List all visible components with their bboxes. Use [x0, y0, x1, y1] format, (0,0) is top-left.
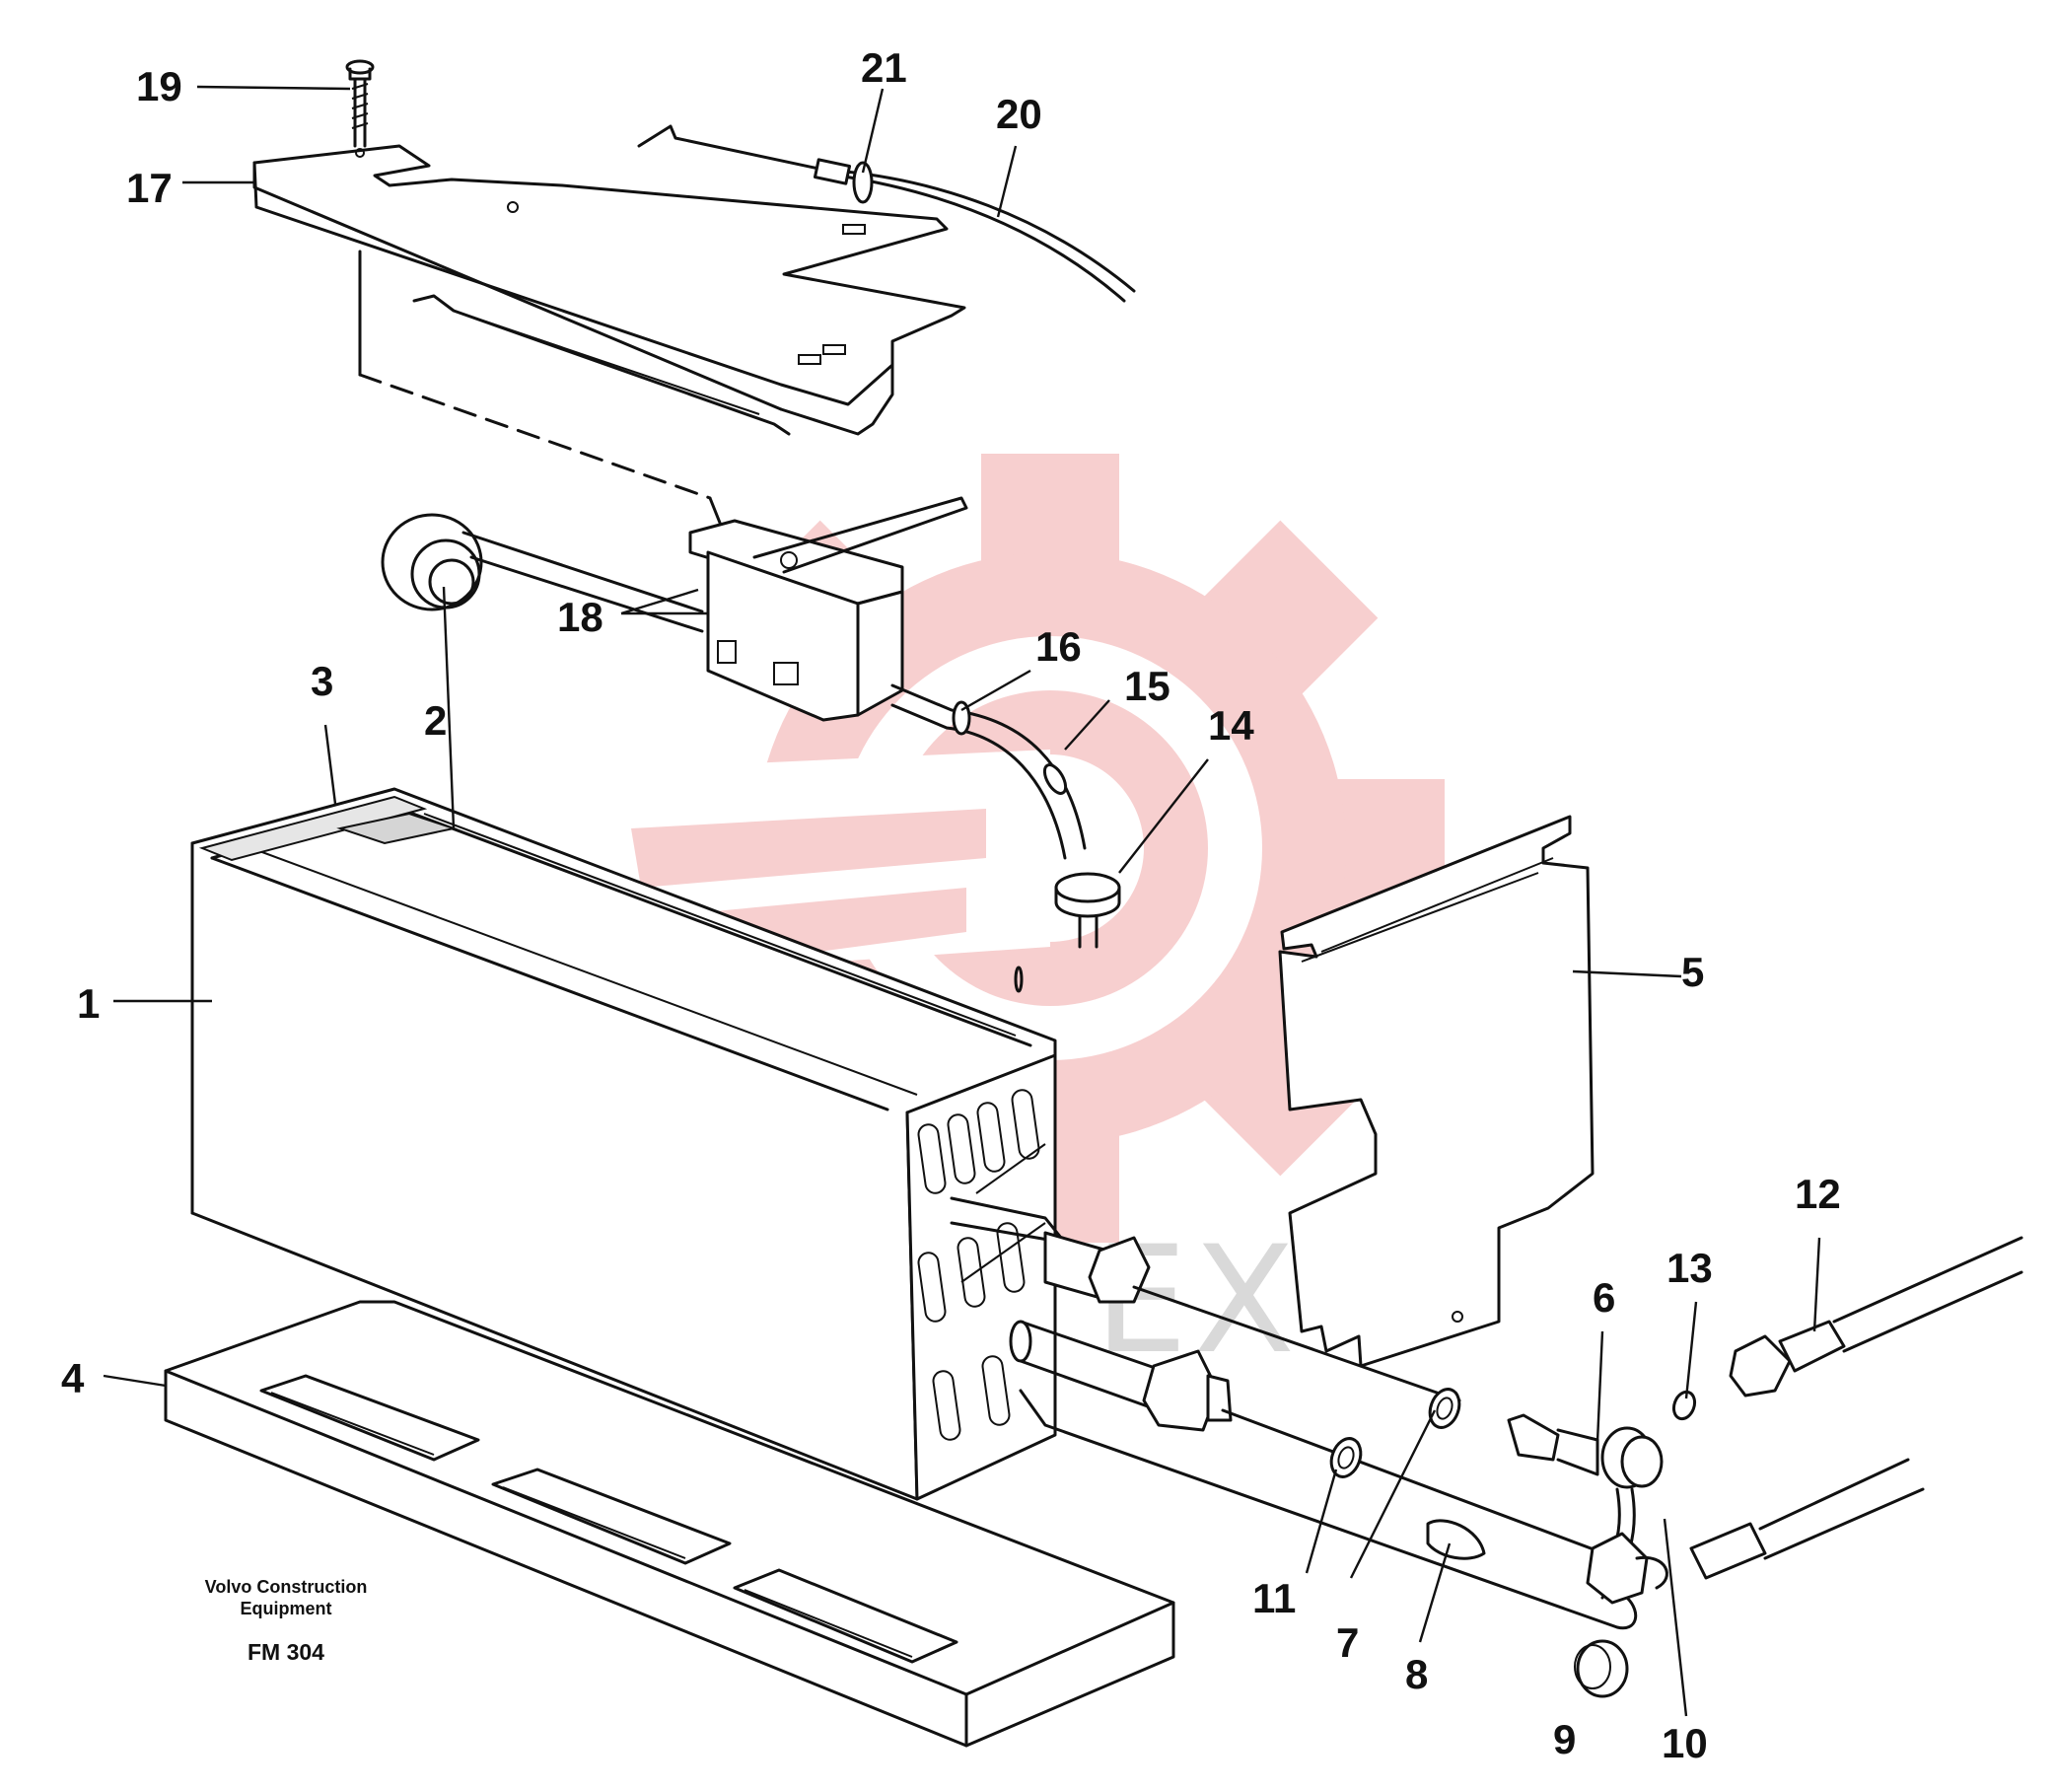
washer-part-7-hole [1436, 1397, 1453, 1420]
callout-13: 13 [1666, 1245, 1713, 1291]
screw-part [345, 59, 375, 148]
sensor-fitting-part [1507, 1413, 1664, 1489]
callout-1: 1 [77, 980, 100, 1027]
drawing-code: FM 304 [248, 1639, 324, 1665]
base-plate-part [164, 1300, 1175, 1748]
washer-part-7 [1428, 1388, 1461, 1429]
callout-3: 3 [311, 658, 333, 704]
seal-part-13 [1671, 1390, 1697, 1421]
callout-10: 10 [1662, 1720, 1708, 1766]
credit-line-1: Volvo Construction [205, 1577, 368, 1597]
hose-part [1586, 1458, 1925, 1605]
callout-4: 4 [61, 1355, 85, 1401]
callout-18: 18 [557, 594, 603, 640]
clip-part-8 [1426, 1519, 1486, 1560]
callout-14: 14 [1208, 702, 1254, 749]
callout-2: 2 [424, 697, 447, 744]
heater-core-housing-part [190, 787, 1057, 1501]
callout-12: 12 [1795, 1171, 1841, 1217]
control-valve-part [381, 496, 1121, 949]
credit-line-2: Equipment [241, 1599, 332, 1618]
supply-hose-part [1729, 1236, 2023, 1398]
washer-part-11 [1329, 1437, 1363, 1478]
callout-5: 5 [1681, 949, 1704, 995]
sleeve-part-9 [1574, 1639, 1629, 1698]
leader-lines [103, 85, 1821, 1717]
callout-19: 19 [136, 63, 182, 109]
callout-7: 7 [1336, 1619, 1359, 1666]
cover-plate-part [1278, 815, 1595, 1368]
callout-20: 20 [996, 91, 1042, 137]
control-cable-part [637, 124, 1136, 303]
callout-9: 9 [1553, 1716, 1576, 1762]
mounting-bracket-part [252, 144, 966, 525]
callout-21: 21 [861, 44, 907, 91]
callout-6: 6 [1593, 1274, 1615, 1321]
callout-17: 17 [126, 165, 173, 211]
callout-11: 11 [1252, 1575, 1296, 1621]
callout-labels: 1 2 3 4 5 6 7 8 9 10 11 12 13 14 15 16 1… [61, 44, 1841, 1766]
credit-block: Volvo Construction Equipment FM 304 [205, 1577, 368, 1665]
callout-16: 16 [1035, 623, 1082, 670]
callout-15: 15 [1124, 663, 1170, 709]
inlet-fitting-part [950, 1196, 1461, 1402]
callout-8: 8 [1405, 1651, 1428, 1697]
washer-part-11-hole [1337, 1446, 1355, 1469]
outlet-pipe-part [1009, 1320, 1638, 1630]
